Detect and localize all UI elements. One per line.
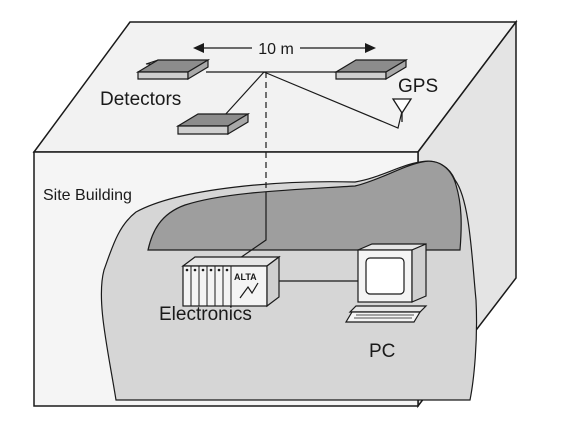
gps-antenna-icon <box>391 98 413 122</box>
detector-right <box>333 58 409 81</box>
distance-label: 10 m <box>258 41 294 58</box>
pc-computer-icon <box>344 243 428 323</box>
site-building-label: Site Building <box>43 187 132 204</box>
electronics-box-text: ALTA <box>234 272 257 282</box>
detector-left <box>135 58 211 81</box>
distance-marker: 10 m <box>193 41 376 58</box>
arrowhead-right <box>365 43 376 53</box>
arrowhead-left <box>193 43 204 53</box>
interior-back-wall <box>147 160 462 251</box>
cables <box>206 71 404 282</box>
detector-bottom <box>175 112 251 136</box>
electronics-label: Electronics <box>159 304 252 325</box>
cable-bottom-detector <box>223 71 265 117</box>
gps-label: GPS <box>398 76 438 97</box>
electronics-crate-icon: ALTA <box>181 255 281 308</box>
pc-label: PC <box>369 341 395 362</box>
cable-drop-interior <box>239 195 267 259</box>
cable-gps <box>263 71 404 129</box>
detectors-label: Detectors <box>100 89 181 110</box>
